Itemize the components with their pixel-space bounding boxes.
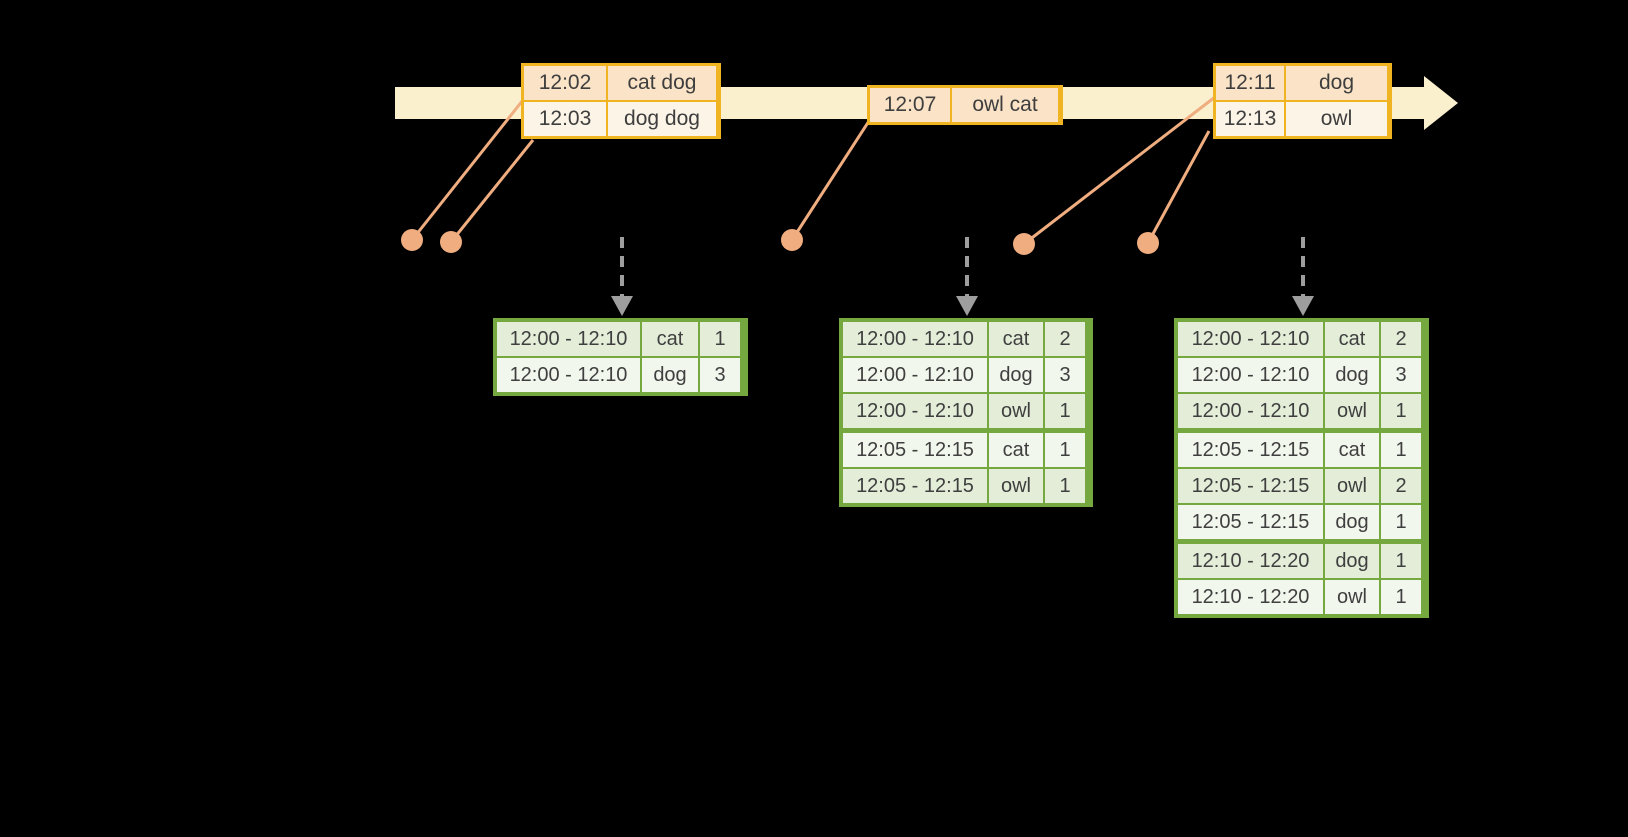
words-cell: owl cat: [952, 88, 1058, 122]
trigger-arrow-head-icon: [611, 296, 633, 316]
time-cell: 12:02: [524, 66, 606, 100]
words-cell: dog dog: [608, 102, 716, 136]
words-cell: dog: [1286, 66, 1387, 100]
window-cell: 12:10 - 12:20: [1178, 580, 1323, 614]
word-cell: cat: [1325, 322, 1379, 356]
event-dot-icon: [401, 229, 423, 251]
word-cell: owl: [989, 469, 1043, 503]
word-cell: cat: [642, 322, 698, 356]
word-cell: owl: [989, 394, 1043, 428]
window-cell: 12:00 - 12:10: [843, 322, 987, 356]
count-cell: 1: [700, 322, 740, 356]
timeline-arrowhead-icon: [1424, 76, 1458, 130]
event-dot-icon: [440, 231, 462, 253]
connector-line: [1146, 130, 1211, 244]
time-cell: 12:11: [1216, 66, 1284, 100]
window-cell: 12:05 - 12:15: [843, 433, 987, 467]
count-cell: 2: [1045, 322, 1085, 356]
time-cell: 12:07: [870, 88, 950, 122]
count-cell: 1: [1381, 505, 1421, 539]
window-cell: 12:05 - 12:15: [843, 469, 987, 503]
trigger-arrow-head-icon: [956, 296, 978, 316]
word-cell: cat: [989, 433, 1043, 467]
count-cell: 1: [1381, 580, 1421, 614]
word-cell: dog: [1325, 505, 1379, 539]
count-cell: 3: [1045, 358, 1085, 392]
word-cell: dog: [989, 358, 1043, 392]
window-cell: 12:00 - 12:10: [843, 394, 987, 428]
count-cell: 1: [1045, 469, 1085, 503]
count-cell: 2: [1381, 322, 1421, 356]
window-cell: 12:00 - 12:10: [1178, 322, 1323, 356]
words-cell: owl: [1286, 102, 1387, 136]
window-cell: 12:05 - 12:15: [1178, 469, 1323, 503]
word-cell: owl: [1325, 580, 1379, 614]
connector-line: [1023, 95, 1216, 246]
time-cell: 12:13: [1216, 102, 1284, 136]
word-cell: cat: [1325, 433, 1379, 467]
trigger-arrow-head-icon: [1292, 296, 1314, 316]
window-cell: 12:00 - 12:10: [1178, 358, 1323, 392]
count-cell: 3: [1381, 358, 1421, 392]
word-cell: cat: [989, 322, 1043, 356]
window-cell: 12:05 - 12:15: [1178, 433, 1323, 467]
window-cell: 12:10 - 12:20: [1178, 544, 1323, 578]
event-dot-icon: [781, 229, 803, 251]
count-cell: 1: [1381, 394, 1421, 428]
count-cell: 2: [1381, 469, 1421, 503]
count-cell: 1: [1045, 394, 1085, 428]
word-cell: owl: [1325, 469, 1379, 503]
word-cell: dog: [642, 358, 698, 392]
count-cell: 1: [1045, 433, 1085, 467]
connector-line: [449, 139, 535, 243]
window-cell: 12:00 - 12:10: [497, 358, 640, 392]
window-cell: 12:00 - 12:10: [1178, 394, 1323, 428]
time-cell: 12:03: [524, 102, 606, 136]
event-dot-icon: [1137, 232, 1159, 254]
word-cell: dog: [1325, 544, 1379, 578]
count-cell: 1: [1381, 433, 1421, 467]
count-cell: 1: [1381, 544, 1421, 578]
window-cell: 12:05 - 12:15: [1178, 505, 1323, 539]
window-cell: 12:00 - 12:10: [843, 358, 987, 392]
connector-line: [790, 120, 871, 241]
count-cell: 3: [700, 358, 740, 392]
event-dot-icon: [1013, 233, 1035, 255]
words-cell: cat dog: [608, 66, 716, 100]
word-cell: owl: [1325, 394, 1379, 428]
word-cell: dog: [1325, 358, 1379, 392]
window-cell: 12:00 - 12:10: [497, 322, 640, 356]
connector-line: [410, 99, 525, 241]
